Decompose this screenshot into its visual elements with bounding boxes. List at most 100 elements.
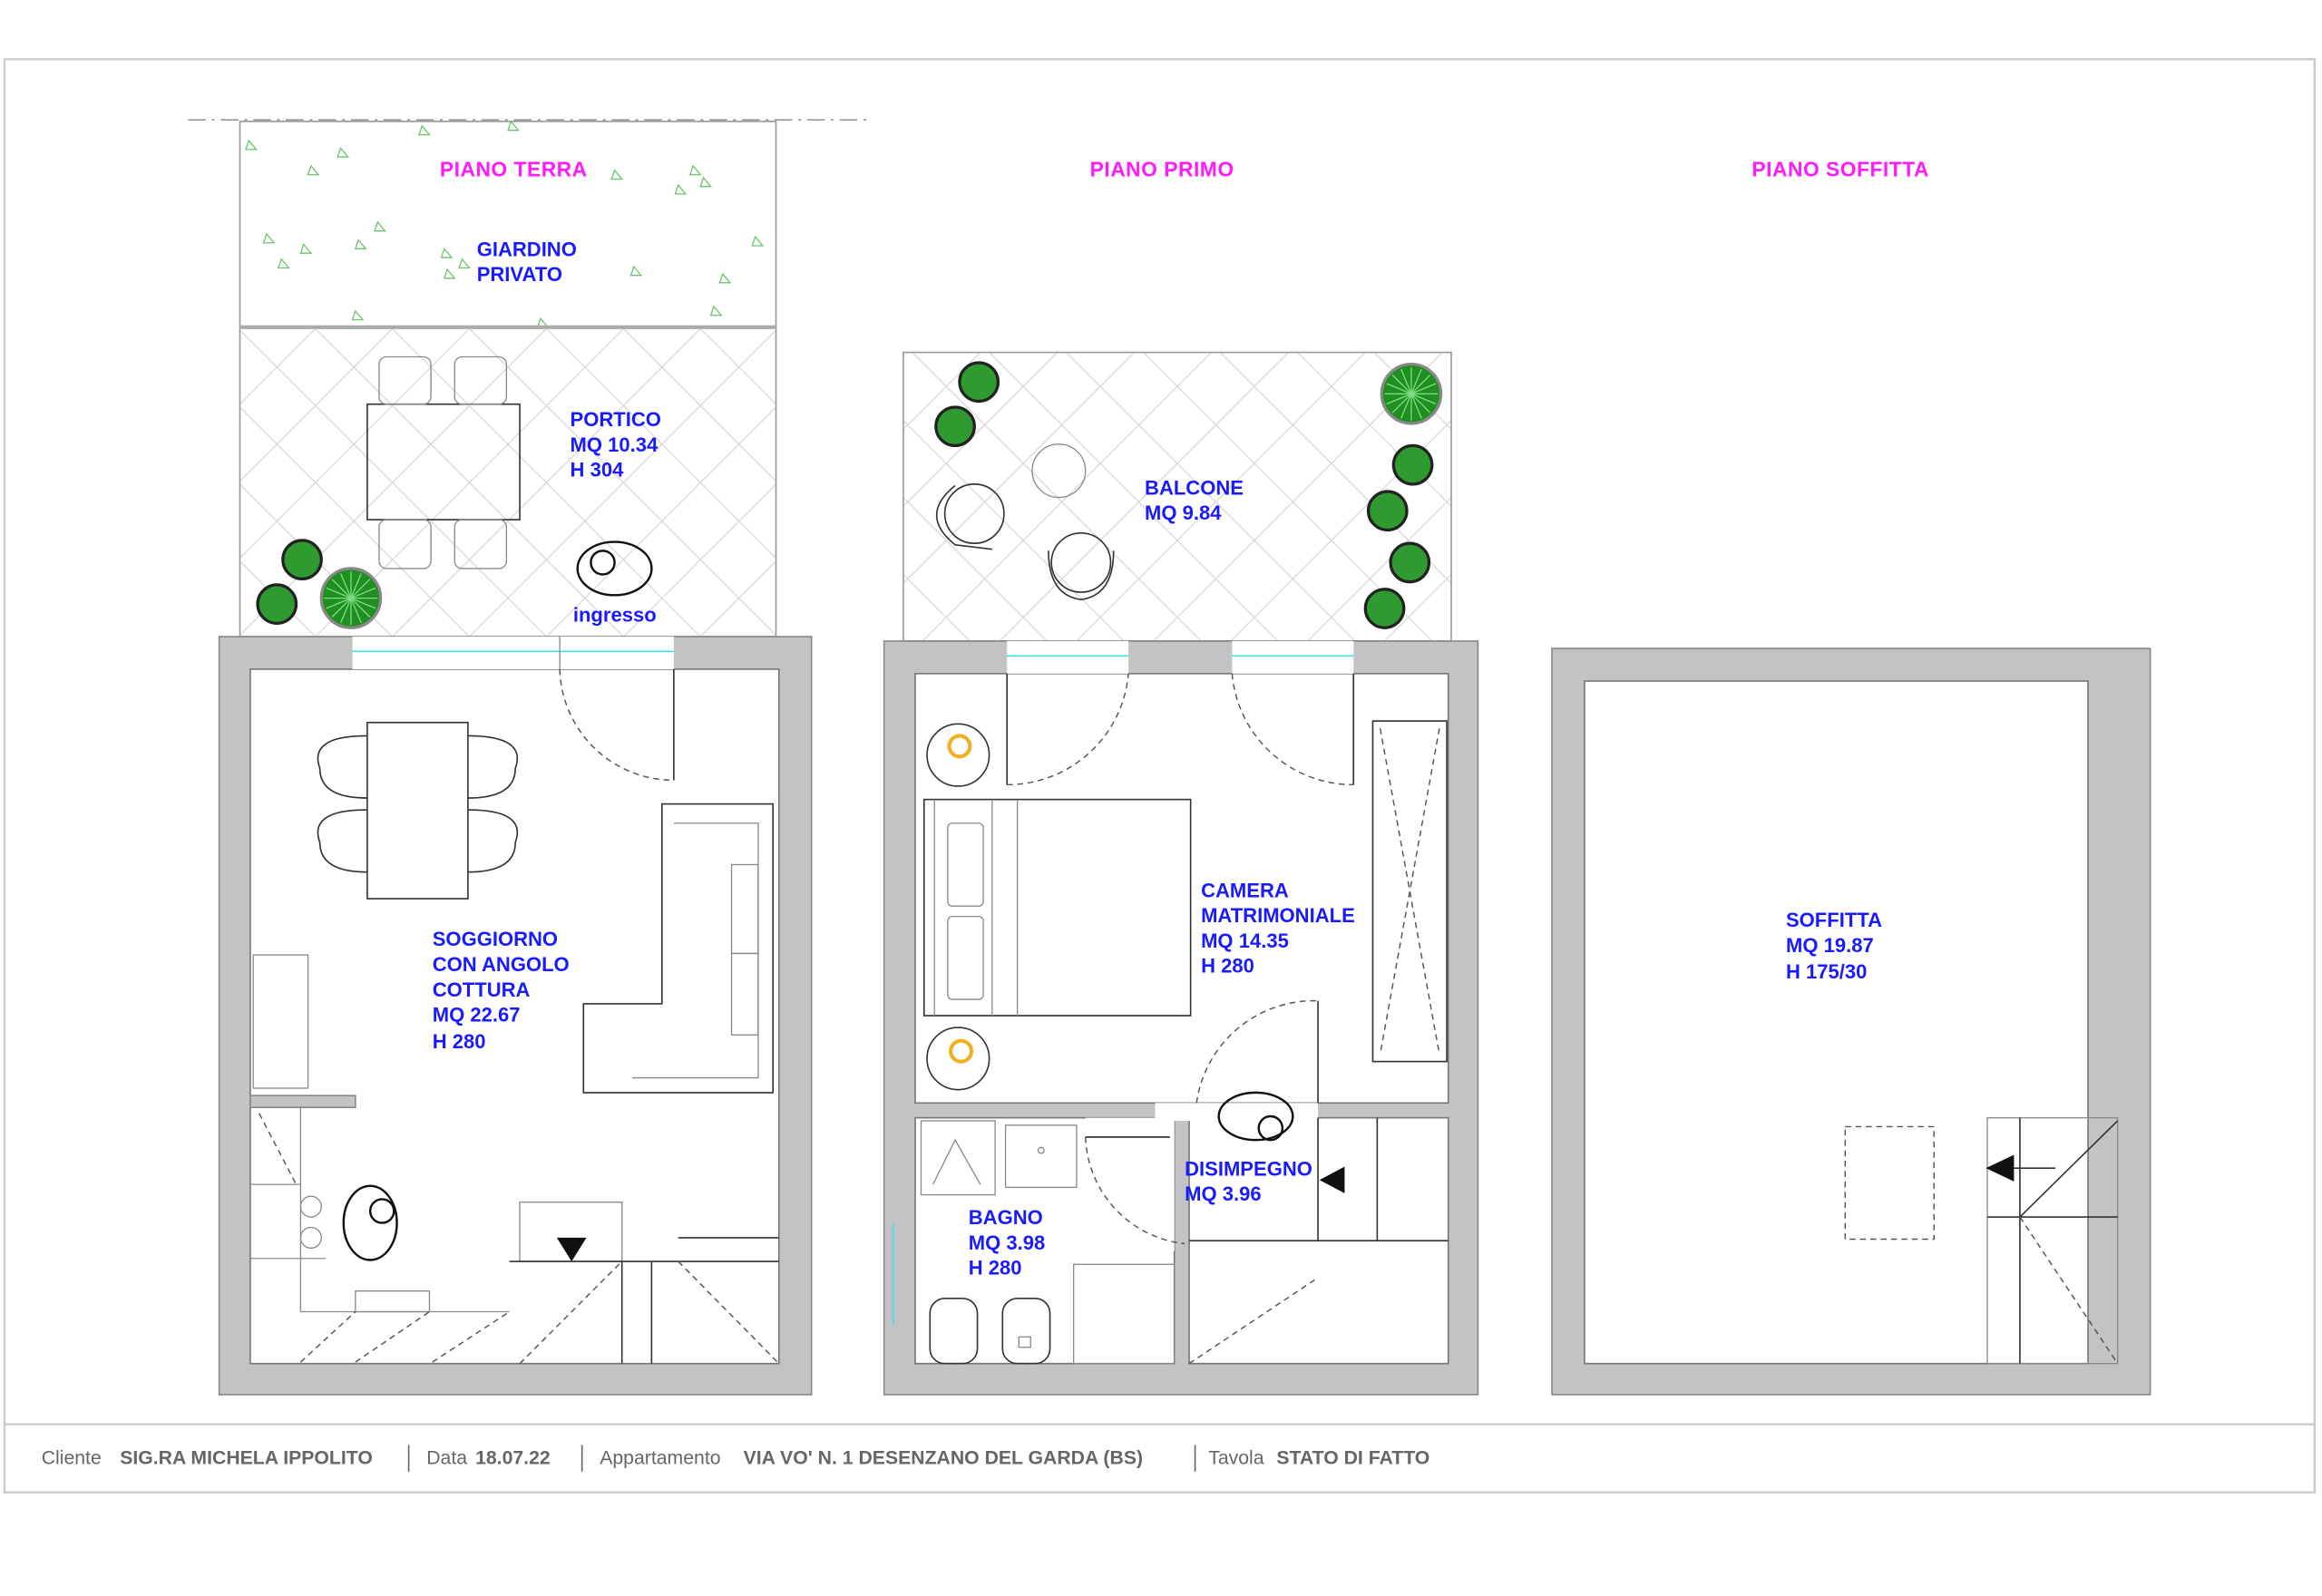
room-label-bathroom-3: H 280 <box>969 1257 1022 1280</box>
tile-line <box>902 352 1059 507</box>
room-label-living-1: SOGGIORNO <box>433 928 558 950</box>
plant-leaf <box>340 573 352 598</box>
grass-mark <box>354 238 367 249</box>
plant-leaf <box>1400 394 1412 419</box>
tile-line <box>469 329 776 637</box>
tile-line <box>392 326 703 637</box>
date-label: Data <box>426 1448 467 1469</box>
plant-leaf <box>1391 393 1412 414</box>
plant-icon <box>256 539 383 629</box>
corner-sofa <box>582 803 775 1094</box>
tile-line <box>1066 352 1356 642</box>
tile-line <box>313 326 624 637</box>
tile-line <box>902 420 1125 642</box>
grass-mark <box>699 176 713 188</box>
stair-arrow-icon <box>1985 1154 2015 1182</box>
room-label-balcony-1: BALCONE <box>1145 476 1244 499</box>
tile-line <box>467 326 776 636</box>
grass-mark <box>709 305 723 316</box>
plant-leaf <box>1386 393 1412 405</box>
tile-line <box>1307 497 1452 642</box>
plant-leaf <box>350 598 371 618</box>
tile-line <box>544 326 776 559</box>
dining-table <box>317 721 519 900</box>
room-label-garden-2: PRIVATO <box>477 263 562 286</box>
staircase <box>509 1202 780 1365</box>
wardrobe <box>1371 720 1448 1063</box>
entrance-label: ingresso <box>573 604 657 627</box>
tile-line <box>239 326 472 559</box>
plant-leaf <box>340 598 352 623</box>
client-label: Cliente <box>42 1448 102 1469</box>
staircase <box>1985 1117 2119 1365</box>
tile-line <box>239 326 549 636</box>
room-label-portico-2: MQ 10.34 <box>571 433 659 456</box>
plant-leaf <box>350 597 376 609</box>
double-bed <box>922 798 1192 1017</box>
plant-leaf <box>350 598 362 623</box>
plant-leaf <box>1410 383 1437 394</box>
balcony-table-chairs <box>935 443 1115 601</box>
person-icon <box>342 1184 398 1261</box>
counter-wall <box>249 1095 356 1109</box>
stair-arrow-icon <box>1319 1166 1345 1193</box>
tile-line <box>912 352 1202 642</box>
room-label-living-5: H 280 <box>433 1030 486 1053</box>
stair-arrow-icon <box>556 1237 587 1262</box>
tile-line <box>239 326 317 405</box>
room-label-living-2: CON ANGOLO <box>433 953 570 976</box>
floor-title-attic: PIANO SOFFITTA <box>1751 157 1929 180</box>
grass-mark <box>262 232 276 244</box>
plant-leaf <box>350 579 371 599</box>
nightstand-lamp <box>926 723 990 1091</box>
room-label-portico-1: PORTICO <box>571 408 661 431</box>
tile-line <box>1384 574 1452 642</box>
grass-symbols <box>245 120 765 328</box>
bedroom <box>914 673 1449 1105</box>
plant-leaf <box>350 587 376 599</box>
attic-room <box>1584 680 2089 1365</box>
plant-leaf <box>326 587 352 599</box>
room-label-attic-1: SOFFITTA <box>1786 909 1882 931</box>
tile-line <box>239 329 547 637</box>
sheet-value: STATO DI FATTO <box>1276 1448 1429 1469</box>
room-label-bedroom-1: CAMERA <box>1201 879 1289 901</box>
grass-mark <box>278 258 290 269</box>
door-swing <box>1085 1136 1185 1245</box>
grass-mark <box>507 120 520 131</box>
fridge <box>252 954 309 1089</box>
first-floor-plan: BALCONE MQ 9.84 PIANO PRIMO <box>883 157 1479 1396</box>
grass-mark <box>440 247 454 258</box>
plant-leaf <box>1410 393 1431 414</box>
room-label-garden-1: GIARDINO <box>477 238 577 260</box>
grass-mark <box>337 146 350 158</box>
grass-mark <box>674 183 688 195</box>
tile-line <box>1076 352 1366 642</box>
plant-leaf <box>1400 368 1412 394</box>
bathroom-fixtures <box>892 1120 1176 1365</box>
tile-line <box>698 326 776 405</box>
tile-line <box>239 326 395 482</box>
plant-leaf <box>1386 383 1412 394</box>
door-swing <box>559 668 674 782</box>
grass-mark <box>688 164 702 176</box>
grass-mark <box>629 265 643 277</box>
room-label-hallway-2: MQ 3.96 <box>1185 1182 1262 1205</box>
room-label-hallway-1: DISIMPEGNO <box>1185 1157 1312 1180</box>
portico-table <box>366 355 521 569</box>
living-room <box>249 668 780 1365</box>
room-label-bathroom-2: MQ 3.98 <box>969 1231 1046 1254</box>
plant-leaf <box>326 597 352 609</box>
title-block: Cliente SIG.RA MICHELA IPPOLITO Data 18.… <box>42 1445 1429 1472</box>
room-label-bathroom-1: BAGNO <box>969 1206 1043 1229</box>
plant-leaf <box>1391 375 1412 394</box>
floor-title-first: PIANO PRIMO <box>1090 157 1234 180</box>
plant-leaf <box>331 579 352 599</box>
room-label-balcony-2: MQ 9.84 <box>1145 501 1222 524</box>
attic-floor-plan: PIANO SOFFITTA SOFFITTA MQ 19.87 H 175/3… <box>1551 157 2151 1396</box>
room-label-living-3: COTTURA <box>433 978 531 1001</box>
grass-mark <box>610 169 624 180</box>
tile-line <box>622 483 776 637</box>
tile-line <box>699 560 776 637</box>
ground-floor-plan: PIANO TERRA GIARDINO PRIVATO PORTICO MQ … <box>188 119 867 1396</box>
